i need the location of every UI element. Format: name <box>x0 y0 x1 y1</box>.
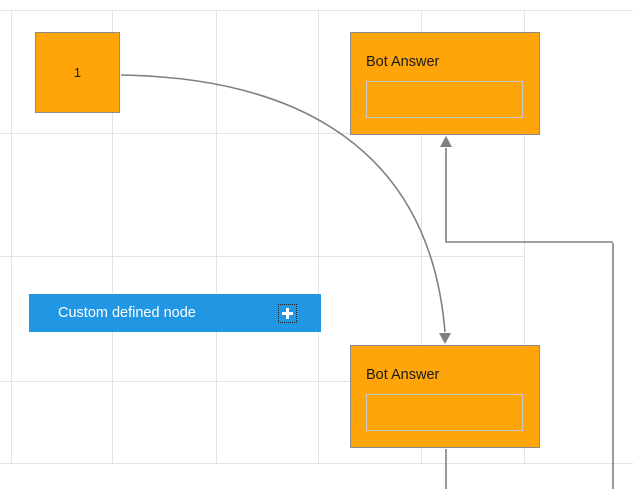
bot-answer-node-bottom-title: Bot Answer <box>366 367 440 383</box>
custom-defined-node-label: Custom defined node <box>58 304 196 321</box>
bot-answer-node-bottom[interactable]: Bot Answer <box>350 345 540 448</box>
custom-defined-node-bar[interactable]: Custom defined node <box>29 294 321 332</box>
start-node[interactable]: 1 <box>35 32 120 113</box>
bot-answer-node-top-title: Bot Answer <box>366 54 440 70</box>
start-node-label: 1 <box>73 65 82 80</box>
plus-icon[interactable] <box>278 303 297 323</box>
bot-answer-node-top[interactable]: Bot Answer <box>350 32 540 135</box>
bot-answer-node-top-slot[interactable] <box>366 81 523 118</box>
bot-answer-node-bottom-slot[interactable] <box>366 394 523 431</box>
